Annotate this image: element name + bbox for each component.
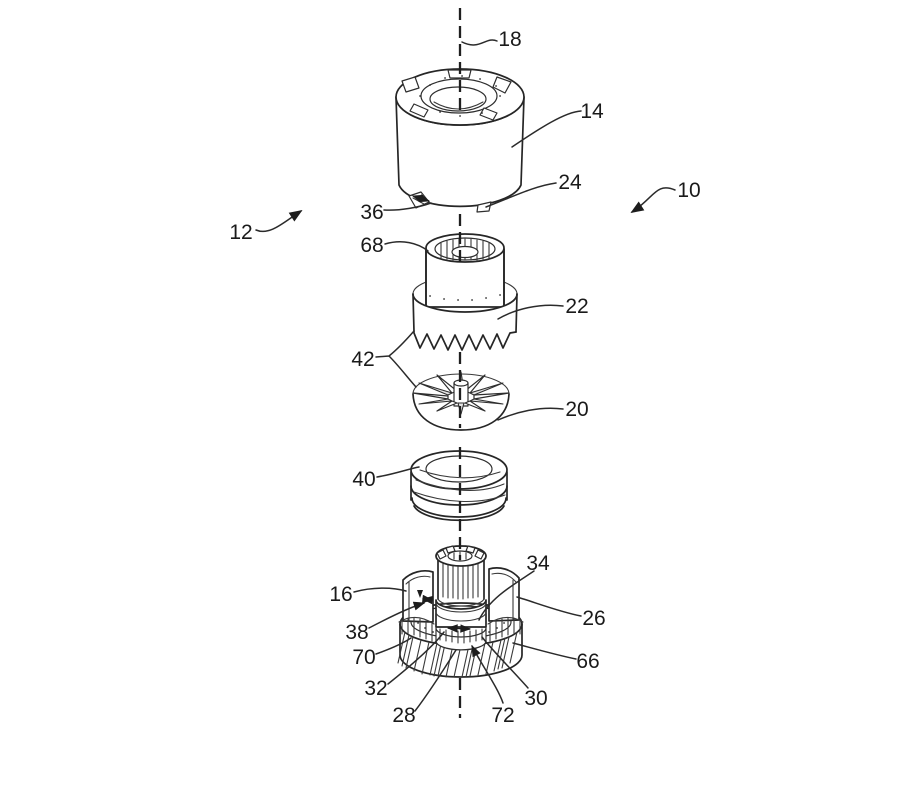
- notch: [492, 76, 512, 94]
- ref-label-36: 36: [360, 201, 383, 224]
- leader-68: [384, 241, 429, 252]
- dim-arrow-wall-gap-38: [421, 594, 434, 605]
- leader-20: [497, 407, 564, 421]
- dim-arrow-lug-36: [411, 194, 431, 203]
- leader-30: [481, 636, 529, 689]
- ref-label-70: 70: [352, 646, 375, 669]
- ref-label-24: 24: [558, 171, 582, 194]
- ref-label-66: 66: [576, 650, 599, 673]
- rim-teeth-ticks: [401, 617, 521, 642]
- leader-34: [478, 570, 535, 621]
- part-20-clutch-gear: [412, 371, 510, 431]
- ref-label-32: 32: [364, 677, 387, 700]
- ref-label-34: 34: [526, 552, 550, 575]
- crown-teeth-42-upper: [413, 331, 517, 351]
- leader-66: [512, 642, 577, 660]
- leader-70: [375, 637, 412, 655]
- part-28-helical-gear-assembly: [397, 545, 524, 678]
- leader-40: [376, 466, 420, 478]
- hub-splines-34: [442, 561, 479, 600]
- leader-14: [511, 110, 582, 148]
- ref-label-42: 42: [351, 348, 374, 371]
- down-arrowhead-16: [417, 590, 423, 598]
- leader-72: [471, 644, 504, 704]
- ref-label-10: 10: [677, 179, 700, 202]
- dim-arrow-hub-width: [446, 624, 472, 633]
- ref-label-12: 12: [229, 221, 252, 244]
- leader-26: [516, 596, 582, 617]
- bore-14: [429, 86, 487, 112]
- bowl-20: [412, 393, 510, 431]
- ref-label-68: 68: [360, 234, 383, 257]
- wall-16: [402, 570, 434, 623]
- lug-24: [476, 201, 492, 213]
- notch: [401, 76, 420, 93]
- leader-32: [387, 631, 445, 685]
- leader-36: [383, 202, 432, 211]
- gear-silhouette: [399, 623, 523, 678]
- ref-label-22: 22: [565, 295, 588, 318]
- ref-label-16: 16: [329, 583, 352, 606]
- ref-label-14: 14: [580, 100, 604, 123]
- wall-26: [488, 567, 520, 622]
- arrow-10: [630, 187, 676, 213]
- leader-18: [461, 39, 498, 46]
- arrow-12: [255, 210, 303, 233]
- ref-label-28: 28: [392, 704, 415, 727]
- leader-28: [414, 649, 457, 712]
- ref-label-38: 38: [345, 621, 368, 644]
- leader-24: [485, 182, 557, 208]
- leader-22: [497, 304, 564, 320]
- bore-22: [451, 245, 479, 259]
- leader-16: [353, 587, 407, 593]
- ref-label-18: 18: [498, 28, 521, 51]
- leader-lines: [255, 39, 676, 712]
- part-22-splined-adapter: [412, 233, 518, 351]
- ref-label-30: 30: [524, 687, 547, 710]
- leader-38: [368, 601, 426, 629]
- reference-numerals: 18 14 24 36 12 10 68 22 42 20 40 34 16 2…: [229, 28, 700, 727]
- ref-label-26: 26: [582, 607, 605, 630]
- ref-label-72: 72: [491, 704, 514, 727]
- stipple-dots: [419, 75, 501, 117]
- ref-label-20: 20: [565, 398, 588, 421]
- notch: [409, 103, 429, 118]
- ref-label-40: 40: [352, 468, 375, 491]
- leader-42: [375, 330, 417, 388]
